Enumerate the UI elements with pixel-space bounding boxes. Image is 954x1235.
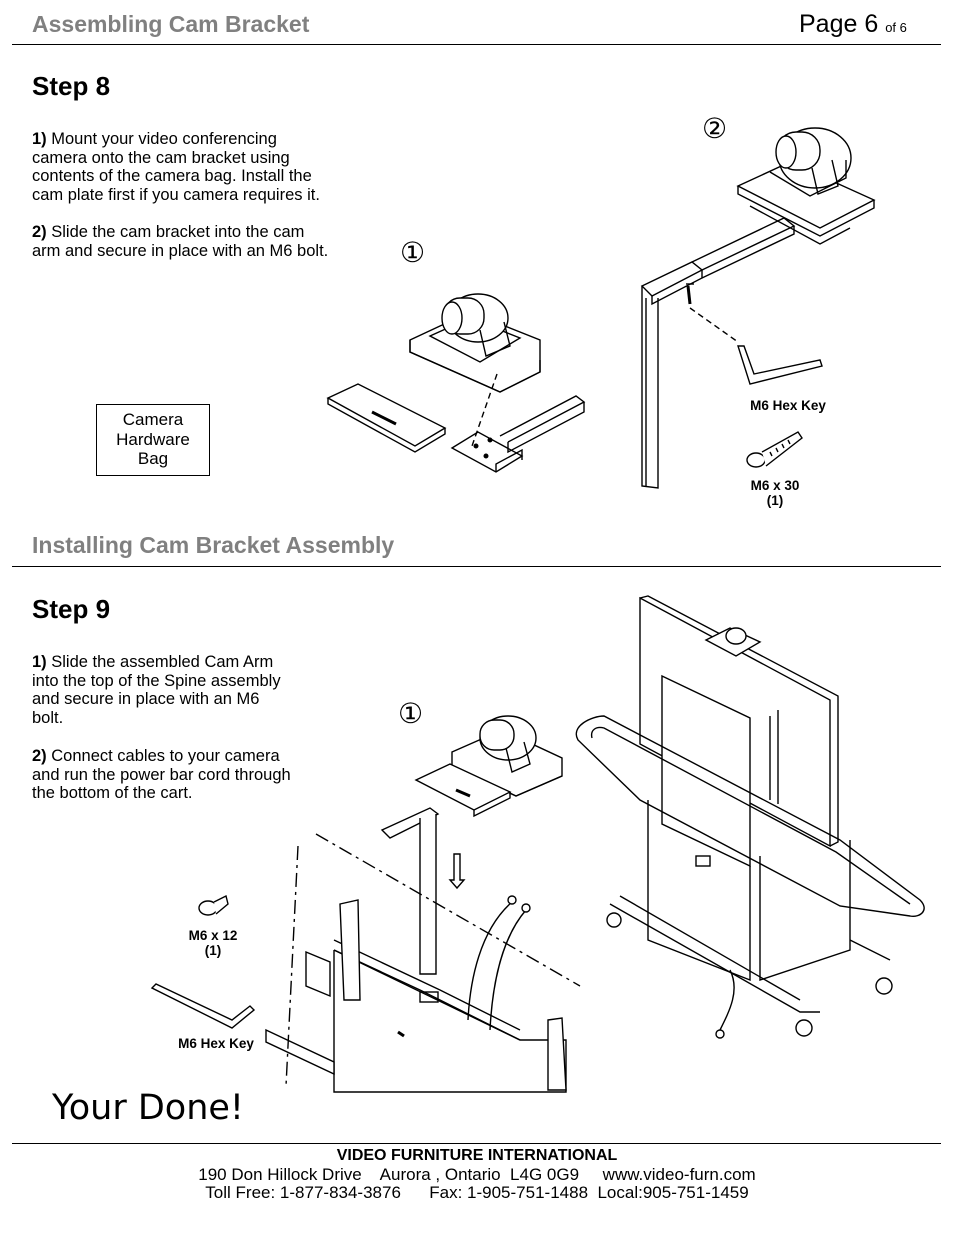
step9-p2-num: 2) (32, 747, 47, 765)
bolt-qty: (1) (204, 943, 222, 958)
bolt-m6x30-drawing (746, 431, 803, 468)
step8-p1-line: camera onto the cam bracket using (32, 148, 290, 167)
step9-p1-line: Slide the assembled Cam Arm (51, 653, 274, 671)
step9-p2-line: Connect cables to your camera (51, 747, 280, 765)
phone-line: Toll Free: 1-877-834-3876 Fax: 1-905-751… (205, 1183, 749, 1202)
guide-line (285, 845, 299, 1087)
bag-line: Bag (137, 449, 169, 468)
bag-line: Camera (122, 410, 184, 429)
cam-arm-drawing (640, 127, 876, 489)
closing-message: Your Done! (52, 1088, 244, 1128)
step9-p1-num: 1) (32, 653, 47, 671)
address-line: 190 Don Hillock Drive Aurora , Ontario L… (198, 1164, 756, 1184)
step9-paragraph-2: 2) Connect cables to your camera and run… (32, 747, 352, 803)
page-label: Page 6 (799, 10, 879, 38)
section-rule (12, 566, 941, 567)
step8-paragraph-2: 2) Slide the cam bracket into the cam ar… (32, 223, 382, 260)
step8-p1-num: 1) (32, 130, 47, 148)
step8-p1-line: cam plate first if you camera requires i… (32, 185, 320, 204)
bag-line: Hardware (116, 429, 190, 449)
cable-drawing (489, 909, 527, 1031)
callout-1-step8: ① (400, 237, 426, 268)
section-title-installing: Installing Cam Bracket Assembly (32, 532, 395, 558)
bolt-label-step8: M6 x 30 (1) (734, 478, 816, 508)
cable-end (507, 895, 517, 905)
company-name: VIDEO FURNITURE INTERNATIONAL (336, 1147, 618, 1164)
bolt-size: M6 x 12 (188, 928, 238, 943)
camera-left-drawing (409, 293, 541, 393)
spine-assembly-drawing (265, 899, 567, 1093)
step9-p2-line: and run the power bar cord through (32, 765, 291, 784)
bolt-label-step9: M6 x 12 (1) (176, 928, 250, 958)
bolt-size: M6 x 30 (750, 478, 800, 493)
cable-end (521, 903, 531, 913)
step9-paragraph-1: 1) Slide the assembled Cam Arm into the … (32, 653, 352, 727)
hex-key-top-drawing (737, 345, 823, 385)
step9-p1-line: into the top of the Spine assembly (32, 671, 281, 690)
step9-p2-line: the bottom of the cart. (32, 784, 193, 803)
step8-title: Step 8 (32, 71, 111, 101)
step8-p2-line: arm and secure in place with an M6 bolt. (32, 241, 329, 260)
cam-bracket-drawing (450, 373, 586, 473)
callout-1-step9: ① (398, 698, 424, 729)
step8-p2-line: Slide the cam bracket into the cam (51, 223, 305, 241)
hex-key-label-step9: M6 Hex Key (178, 1036, 254, 1051)
page-number: Page 6 of 6 (799, 10, 907, 39)
step9-title: Step 9 (32, 594, 111, 624)
header-rule (12, 44, 941, 45)
bolt-m6x12-drawing (198, 894, 229, 916)
bolt-qty: (1) (766, 493, 784, 508)
step9-p1-line: and secure in place with an M6 (32, 690, 260, 709)
hex-key-label-step8: M6 Hex Key (750, 398, 826, 413)
hex-key-step9-drawing (150, 983, 256, 1029)
footer-rule (12, 1143, 941, 1144)
step8-p1-line: Mount your video conferencing (51, 130, 277, 148)
step8-paragraph-1: 1) Mount your video conferencing camera … (32, 130, 382, 204)
footer: VIDEO FURNITURE INTERNATIONAL 190 Don Hi… (0, 1147, 954, 1203)
camera-hardware-bag-box: Camera Hardware Bag (96, 404, 210, 476)
page-of: of 6 (885, 20, 907, 35)
cart-drawing (575, 595, 925, 1039)
callout-2-step8: ② (702, 113, 728, 144)
cam-arm-step9-drawing (380, 763, 512, 975)
cam-plate-drawing (326, 383, 447, 453)
section-title-assembling: Assembling Cam Bracket (32, 11, 310, 37)
step8-p2-num: 2) (32, 223, 47, 241)
step9-p1-line: bolt. (32, 708, 64, 727)
guide-line (315, 833, 581, 987)
step8-p1-line: contents of the camera bag. Install the (32, 167, 312, 186)
cable-drawing (467, 901, 513, 1021)
